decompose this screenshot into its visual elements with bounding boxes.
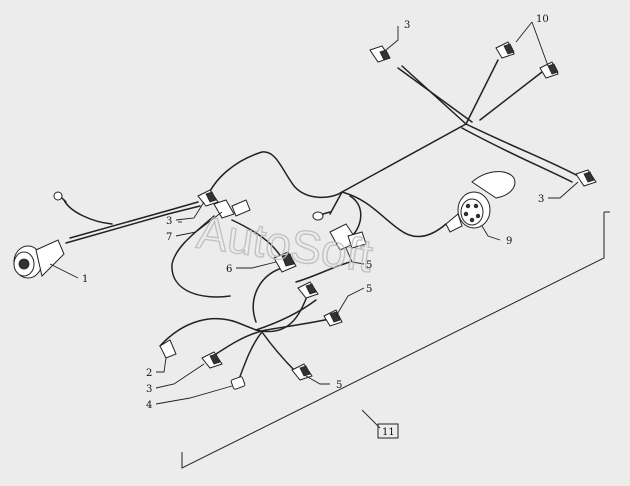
callout-2: 2 (146, 368, 152, 379)
callout-6: 6 (226, 264, 232, 275)
connector-3-right (575, 169, 597, 187)
round-connector-1 (13, 239, 65, 279)
callout-10: 10 (536, 14, 549, 25)
ring-terminal-middle (312, 211, 331, 221)
connector-6 (273, 251, 297, 273)
callout-3-right: 3 (538, 194, 544, 205)
callout-3-top: 3 (404, 20, 410, 31)
connector-3-lower (201, 351, 223, 369)
assembly-boundary (181, 211, 610, 469)
connector-10-left (495, 41, 515, 59)
connector-5-upper (297, 281, 319, 299)
callout-9: 9 (506, 236, 512, 247)
callout-3-lower: 3 (146, 384, 152, 395)
connector-10-right (539, 61, 559, 79)
callout-5-upper: 5 (366, 260, 372, 271)
callout-4: 4 (146, 400, 152, 411)
ring-terminal-left (53, 191, 67, 203)
connector-5-lower (291, 363, 313, 381)
callouts: 3 10 3 3 7 6 1 9 5 5 5 2 3 4 11 (82, 14, 549, 439)
callout-5-middle: 5 (366, 284, 372, 295)
connector-middle-8 (329, 223, 367, 251)
callout-11-box (377, 423, 399, 439)
connector-5-middle (323, 309, 343, 327)
callout-5-lower: 5 (336, 380, 342, 391)
connector-2 (159, 339, 177, 359)
callout-1: 1 (82, 274, 88, 285)
connector-7 (213, 199, 251, 219)
socket-connector-9 (445, 171, 516, 233)
connector-4 (230, 376, 246, 390)
callout-leaders (49, 21, 579, 429)
callout-7: 7 (166, 232, 172, 243)
callout-3-left: 3 (166, 216, 172, 227)
connector-3-top (369, 45, 391, 63)
callout-11: 11 (382, 427, 395, 438)
harness-wires (63, 59, 579, 383)
